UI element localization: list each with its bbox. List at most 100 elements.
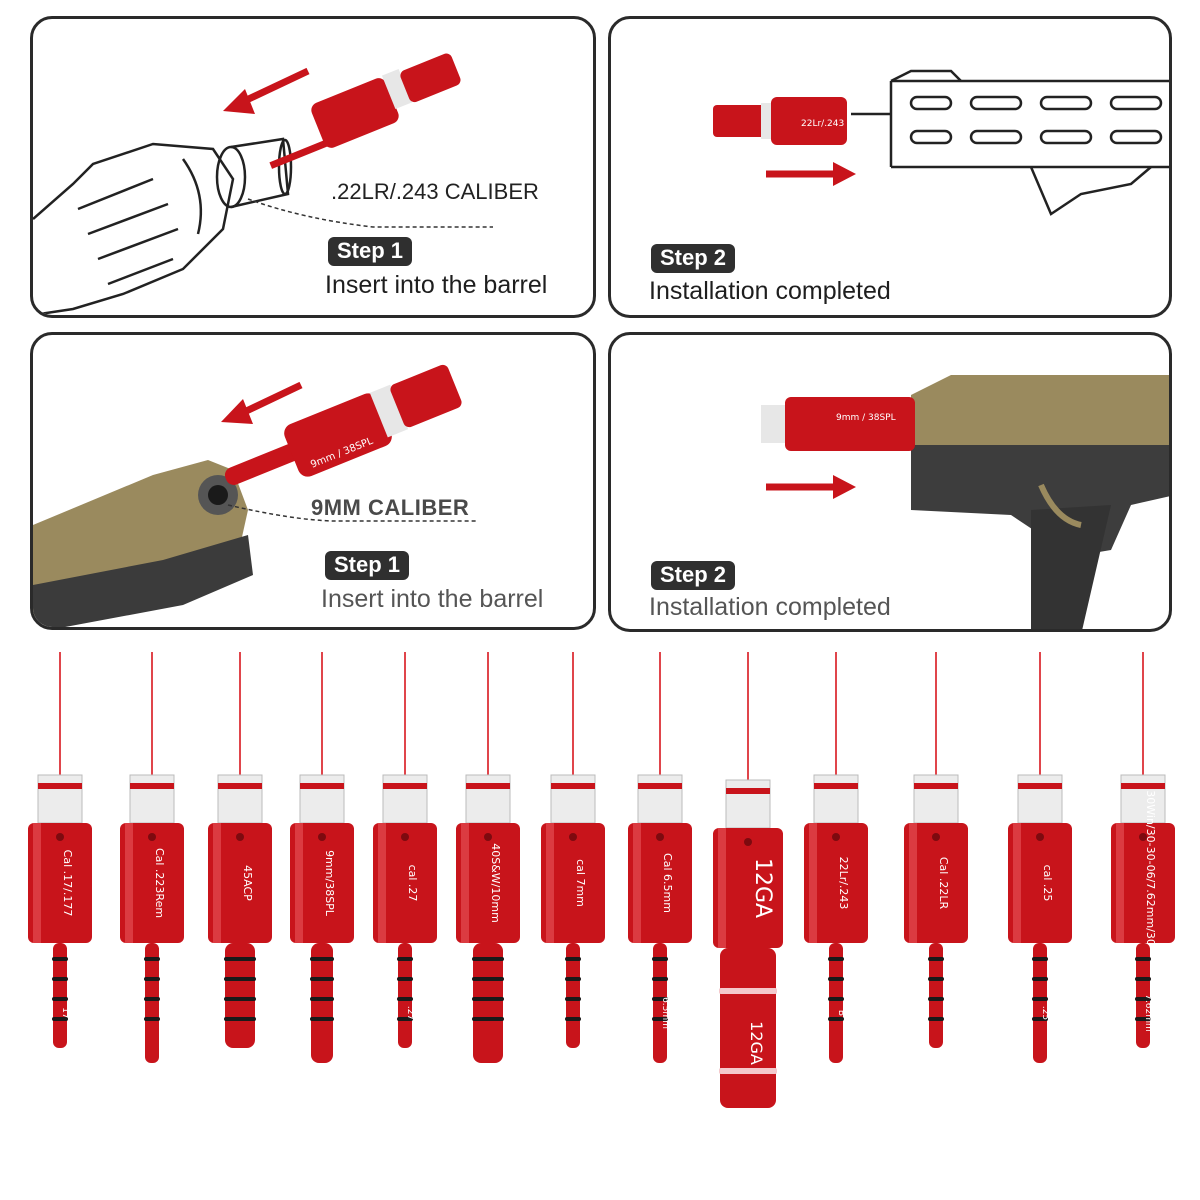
step-instruction: Insert into the barrel (321, 585, 544, 613)
body-highlight (809, 823, 817, 943)
bore-shaft (311, 943, 333, 1063)
body-highlight (378, 823, 386, 943)
bore-sight-body (541, 823, 605, 943)
o-ring (144, 997, 160, 1001)
o-ring (397, 977, 413, 981)
caliber-marking: cal .27 (406, 865, 419, 902)
laser-emitter (37, 774, 83, 824)
bore-sight-body (120, 823, 184, 943)
switch-dot (236, 833, 244, 841)
caliber-marking: 22Lr/.243 (837, 857, 850, 910)
bore-sight-device (269, 53, 461, 169)
o-ring (310, 997, 334, 1001)
switch-dot (569, 833, 577, 841)
o-ring (828, 977, 844, 981)
bore-sight-body (1111, 823, 1175, 943)
step-instruction: Installation completed (649, 593, 891, 621)
emitter-stripe (383, 783, 427, 789)
o-ring (565, 1017, 581, 1021)
o-ring (1032, 977, 1048, 981)
shaft-marking: 7.62mm (1143, 994, 1153, 1032)
caliber-marking: 9mm/38SPL (323, 850, 336, 917)
o-ring (144, 977, 160, 981)
shaft-marking: 17 (60, 1007, 70, 1018)
o-ring (928, 957, 944, 961)
caliber-marking: 40S&W/10mm (489, 843, 502, 923)
o-ring (52, 997, 68, 1001)
caliber-label: .22LR/.243 CALIBER (331, 179, 539, 204)
bore-shaft (1136, 943, 1150, 1048)
body-highlight (1116, 823, 1124, 943)
shaft-marking: 12GA (747, 1021, 766, 1065)
laser-emitter (382, 774, 428, 824)
step1-rifle-panel: .22LR/.243 CALIBER Step 1 Insert into th… (30, 16, 596, 318)
body-highlight (295, 823, 303, 943)
switch-dot (401, 833, 409, 841)
bore-shaft (929, 943, 943, 1048)
bore-sight-body (628, 823, 692, 943)
o-ring (928, 1017, 944, 1021)
caliber-marking: cal 7mm (574, 859, 587, 907)
laser-emitter (129, 774, 175, 824)
o-ring (565, 957, 581, 961)
caliber-marking: 12GA (750, 858, 775, 918)
body-highlight (633, 823, 641, 943)
laser-emitter (725, 779, 771, 829)
o-ring (52, 957, 68, 961)
device-label: 9mm / 38SPL (836, 413, 896, 423)
emitter-stripe (814, 783, 858, 789)
pistol-installed-photo: 9mm / 38SPL (761, 375, 1169, 629)
bore-sight-device (713, 97, 847, 145)
emitter-stripe (551, 783, 595, 789)
bore-sight-device (761, 397, 915, 451)
laser-emitter (1017, 774, 1063, 824)
emitter-stripe (38, 783, 82, 789)
switch-dot (744, 838, 752, 846)
o-ring (652, 997, 668, 1001)
rifle-barrel-illustration (33, 53, 493, 315)
body-highlight (909, 823, 917, 943)
bore-shaft (829, 943, 843, 1063)
body-highlight (461, 823, 469, 943)
o-ring (224, 997, 256, 1001)
laser-emitter (913, 774, 959, 824)
o-ring (310, 977, 334, 981)
o-ring (472, 977, 504, 981)
caliber-marking: Cal .223Rem (153, 848, 166, 918)
laser-bore-sight: 45ACP (208, 652, 272, 1048)
o-ring (310, 1017, 334, 1021)
bore-shaft (398, 943, 412, 1048)
bore-shaft (225, 943, 255, 1048)
o-ring (1032, 997, 1048, 1001)
shaft-marking: B (836, 1010, 846, 1016)
o-ring (719, 988, 777, 994)
switch-dot (656, 833, 664, 841)
o-ring (652, 977, 668, 981)
laser-emitter (637, 774, 683, 824)
emitter-stripe (1121, 783, 1165, 789)
laser-emitter (813, 774, 859, 824)
switch-dot (318, 833, 326, 841)
emitter-stripe (638, 783, 682, 789)
emitter-stripe (130, 783, 174, 789)
o-ring (1135, 957, 1151, 961)
bore-sight-body (208, 823, 272, 943)
o-ring (1135, 997, 1151, 1001)
o-ring (719, 1068, 777, 1074)
rifle-installed-illustration: 22Lr/.243 (713, 69, 1169, 216)
bore-sight-body (804, 823, 868, 943)
o-ring (397, 957, 413, 961)
bore-shaft (53, 943, 67, 1048)
shaft-marking: 6.5mm (660, 997, 670, 1029)
shaft-marking: .25 (1040, 1006, 1050, 1020)
emitter-stripe (218, 783, 262, 789)
laser-bore-sight: 40S&W/10mm (456, 652, 520, 1063)
o-ring (472, 1017, 504, 1021)
laser-emitter (217, 774, 263, 824)
emitter-stripe (914, 783, 958, 789)
switch-dot (832, 833, 840, 841)
o-ring (224, 1017, 256, 1021)
